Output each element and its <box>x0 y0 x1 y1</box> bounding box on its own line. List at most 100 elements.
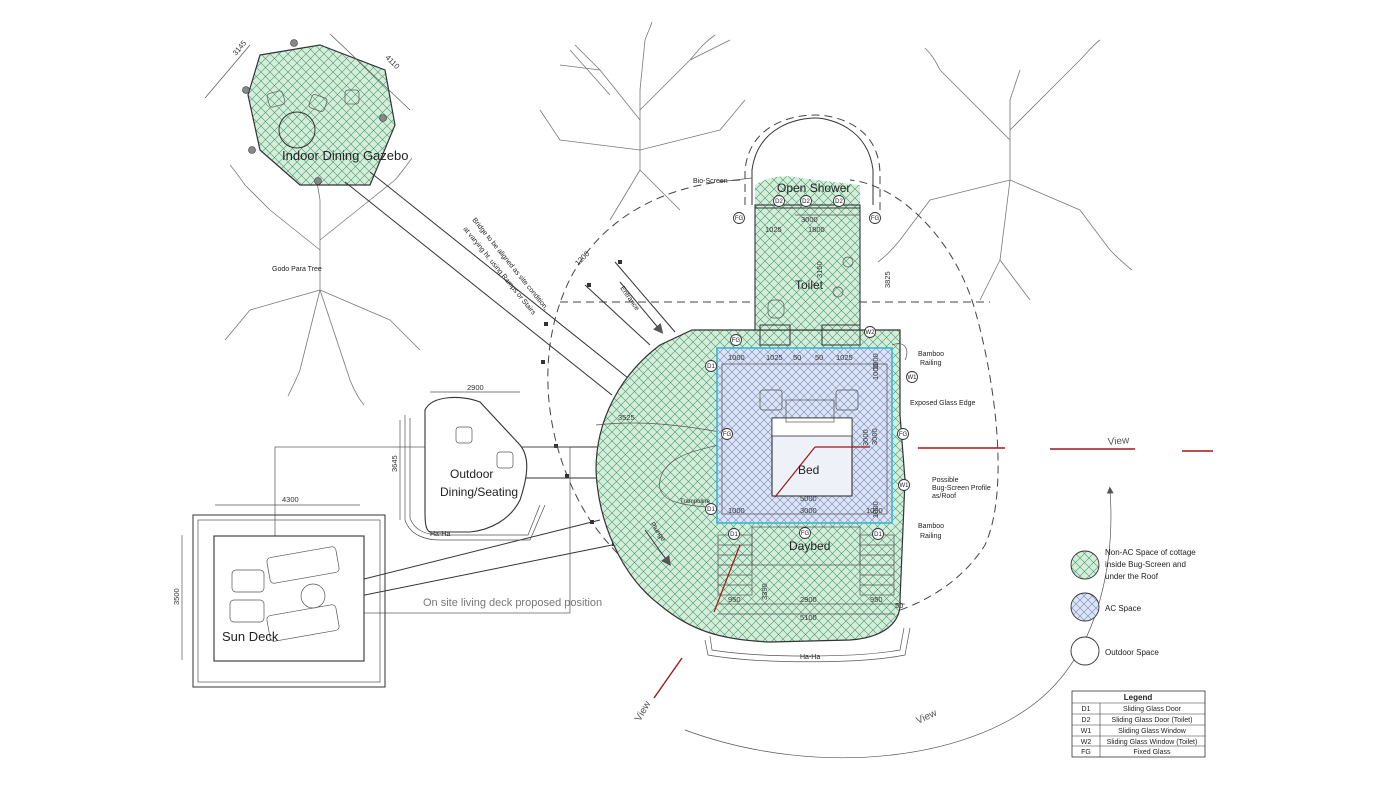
view-label-3: View <box>915 707 940 726</box>
wc-fixture <box>767 299 785 319</box>
legend-ac: AC Space <box>1105 604 1142 613</box>
bamboo-bottom-2: Railing <box>920 533 942 540</box>
svg-text:FG: FG <box>899 432 908 438</box>
shower-arch-dashed <box>744 114 881 215</box>
tag-d2-shower-2: D2 <box>800 195 812 207</box>
bio-screen-label: Bio-Screen <box>693 178 728 185</box>
gazebo-post <box>248 146 256 154</box>
view-line-bottom <box>653 657 683 699</box>
top-dim-5: 1025 <box>836 353 853 362</box>
outdoor-dining-haha <box>404 415 546 541</box>
svg-text:D1: D1 <box>874 532 882 538</box>
sun-dim-w: 4300 <box>282 495 299 504</box>
svg-text:FG: FG <box>801 531 810 537</box>
view-label-2: View <box>633 699 654 724</box>
sun-deck-outer-inner <box>197 519 381 683</box>
bio-screen-leader <box>725 177 753 182</box>
entrance-label: Entrance <box>618 285 640 312</box>
daybed-label: Daybed <box>789 539 830 553</box>
shower-dim-w: 3000 <box>801 215 818 224</box>
svg-text:D2: D2 <box>775 199 783 205</box>
tree-top-center <box>539 21 746 221</box>
legend-outdoor: Outdoor Space <box>1105 648 1159 657</box>
svg-text:FG: FG <box>871 216 880 222</box>
tree-label: Godo Para Tree <box>272 266 322 273</box>
bot-dim-3: 1000 <box>866 506 883 515</box>
daybed-dim-1: 950 <box>728 595 741 604</box>
legend-desc: Fixed Glass <box>1134 749 1171 756</box>
haha-bottom-inner <box>709 627 905 657</box>
legend-non-ac-1: Non-AC Space of cottage <box>1105 548 1196 557</box>
gazebo-chair-1 <box>266 90 286 108</box>
outdoor-dining-label-2: Dining/Seating <box>440 485 518 499</box>
plunge-arrow <box>644 529 671 567</box>
tag-d1-left: D1 <box>705 503 717 515</box>
sun-dim-h: 3500 <box>172 588 181 605</box>
gazebo-label: Indoor Dining Gazebo <box>282 148 408 163</box>
tree-left <box>224 157 421 406</box>
trampoline-curve <box>659 444 719 509</box>
tag-d1-bottom-left: D1 <box>728 528 740 540</box>
sun-deck-chair-2 <box>229 599 265 623</box>
bed-label: Bed <box>798 463 819 477</box>
bed-sofa <box>785 399 835 423</box>
tag-fg-shower-right: FG <box>869 212 881 224</box>
legend-non-ac-swatch <box>1070 550 1100 580</box>
legend-desc: Sliding Glass Window <box>1118 728 1187 735</box>
entrance-dim: 1200 <box>573 249 591 267</box>
gazebo-dim-b: 4110 <box>384 53 402 71</box>
bamboo-top-leader <box>891 343 908 361</box>
svg-text:D1: D1 <box>730 532 738 538</box>
daybed-h-dim: 3390 <box>760 583 769 600</box>
sun-deck-floor <box>213 535 365 662</box>
tag-fg-bottom: FG <box>799 527 811 539</box>
toilet-label: Toilet <box>795 278 824 292</box>
bamboo-top-1: Bamboo <box>918 351 944 358</box>
basin-2 <box>842 256 854 268</box>
outdoor-haha-label: Ha-Ha <box>430 531 450 538</box>
outdoor-dining-haha-inner <box>409 418 541 536</box>
legend-desc: Sliding Glass Door (Toilet) <box>1112 717 1193 724</box>
living-deck-proposed <box>274 446 571 614</box>
legend-desc: Sliding Glass Door <box>1123 706 1182 713</box>
outdoor-chair-2 <box>496 451 514 469</box>
bed-depth-dim: 3000 <box>861 429 870 446</box>
top-dim-6: 1000 <box>871 353 880 370</box>
view-arc-arrow <box>684 486 1114 759</box>
gazebo-post <box>314 177 322 185</box>
outdoor-dining-deck <box>424 396 528 533</box>
tag-d1-top: D1 <box>705 360 717 372</box>
toilet-dim-h: 3825 <box>883 271 892 288</box>
bug-screen-3: as/Roof <box>932 493 956 500</box>
haha-bottom-label: Ha-Ha <box>800 654 820 661</box>
interior-curve <box>595 422 721 433</box>
gazebo-dim-line <box>204 44 251 99</box>
tag-fg-right: FG <box>897 428 909 440</box>
legend-ac-swatch <box>1070 592 1100 622</box>
legend-code: FG <box>1081 749 1091 756</box>
bot-dim-1: 1000 <box>728 506 745 515</box>
toilet-step-right <box>821 324 861 346</box>
sun-deck-chair-1 <box>231 569 265 593</box>
bamboo-top-2: Railing <box>920 360 942 367</box>
tag-w1-bottom: W1 <box>898 479 910 491</box>
svg-text:FG: FG <box>735 216 744 222</box>
gazebo-dim-a: 3145 <box>231 39 249 58</box>
tag-d2-shower-3: D2 <box>833 195 845 207</box>
tag-fg-left: FG <box>721 428 733 440</box>
ac-inner <box>721 363 888 515</box>
svg-text:FG: FG <box>732 338 741 344</box>
gazebo-post <box>290 39 298 47</box>
bamboo-bottom-1: Bamboo <box>918 523 944 530</box>
top-dim-4: 50 <box>815 353 823 362</box>
bug-screen-2: Bug-Screen Profile <box>932 485 991 492</box>
daybed-dim-2: 2900 <box>800 595 817 604</box>
bed-headboard <box>771 417 853 437</box>
sun-lounger-2 <box>266 604 340 642</box>
legend-table: Legend D1 Sliding Glass Door D2 Sliding … <box>1071 690 1206 758</box>
sun-deck-label: Sun Deck <box>222 629 279 644</box>
sun-deck-outer <box>192 514 386 688</box>
legend-title: Legend <box>1124 693 1153 702</box>
outdoor-chair-1 <box>455 426 473 444</box>
tag-d1-bottom-right: D1 <box>872 528 884 540</box>
